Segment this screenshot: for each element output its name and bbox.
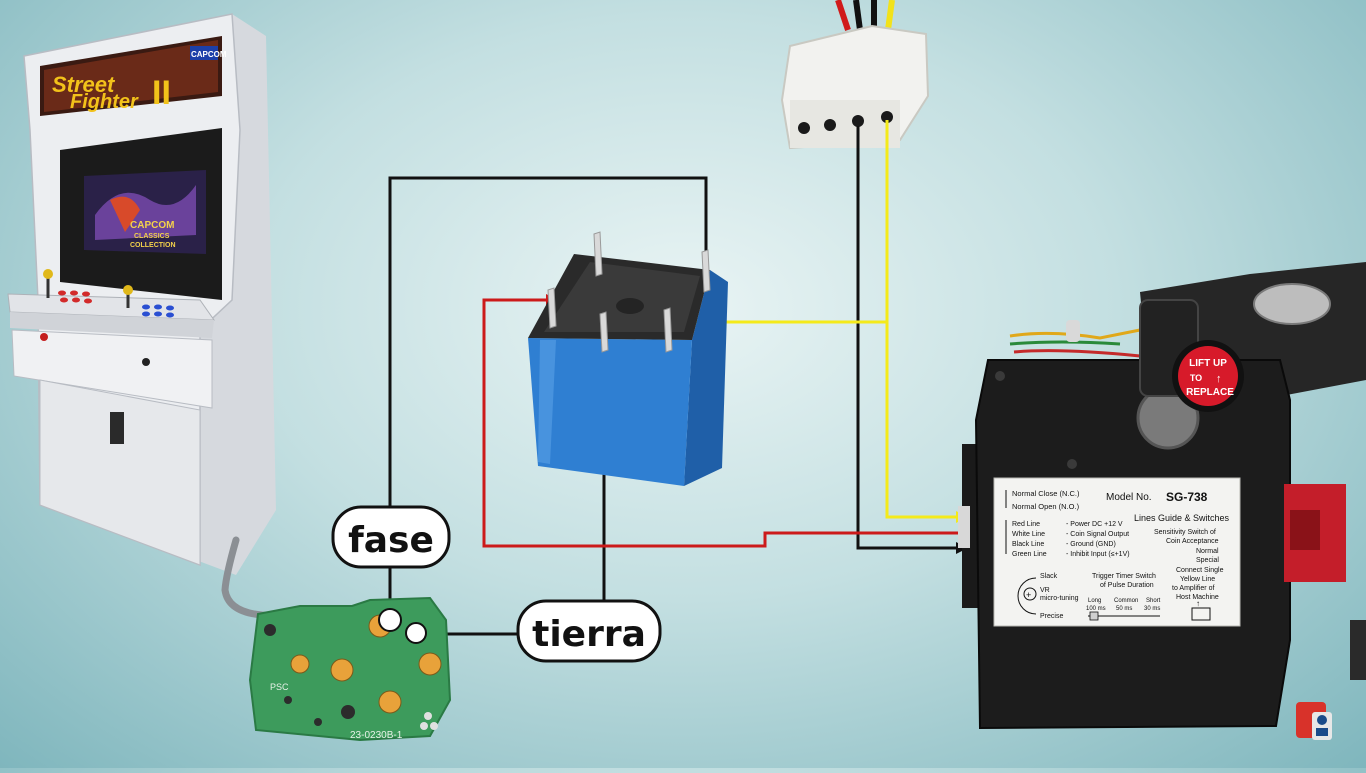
no-text: Normal Open (N.O.) bbox=[1012, 502, 1080, 511]
long-text: Long bbox=[1088, 598, 1101, 604]
short-text: Short bbox=[1146, 598, 1161, 604]
relay-pins bbox=[547, 231, 711, 353]
short-ms-text: 30 ms bbox=[1144, 606, 1160, 612]
blue-buttons bbox=[142, 304, 174, 318]
fase-text: fase bbox=[348, 520, 434, 561]
tierra-label: tierra bbox=[516, 599, 662, 663]
pcb-connector bbox=[420, 712, 438, 730]
coin-door bbox=[110, 412, 124, 444]
marquee: Street Fighter II CAPCOM bbox=[40, 36, 227, 116]
common-ms-text: 50 ms bbox=[1116, 606, 1132, 612]
model-number: SG-738 bbox=[1166, 490, 1208, 504]
line-black-desc: - Ground (GND) bbox=[1066, 541, 1116, 548]
coin-acceptor: LIFT UP TO ↑ REPLACE Normal Close (N.C.)… bbox=[958, 262, 1366, 730]
tierra-connection-point bbox=[405, 622, 427, 644]
marquee-title: Street bbox=[52, 72, 116, 97]
sensitivity-line-1: Sensitivity Switch of bbox=[1154, 529, 1216, 536]
badge-arrow-icon: ↑ bbox=[1216, 373, 1222, 385]
pcb-part-number: 23-0230B-1 bbox=[350, 730, 403, 741]
long-ms-text: 100 ms bbox=[1086, 606, 1106, 612]
red-buttons bbox=[58, 290, 92, 304]
relay bbox=[528, 231, 728, 486]
connect-line-2: Yellow Line bbox=[1180, 576, 1215, 583]
connect-line-1: Connect Single bbox=[1176, 567, 1224, 574]
model-prefix: Model No. bbox=[1106, 492, 1152, 503]
nc-text: Normal Close (N.C.) bbox=[1012, 489, 1080, 498]
molex-power-connector bbox=[780, 0, 930, 150]
special-text: Special bbox=[1196, 557, 1219, 564]
arcade-screen: CAPCOM CLASSICS COLLECTION bbox=[84, 170, 206, 254]
fase-connection-point bbox=[378, 608, 402, 632]
lines-guide-title: Lines Guide & Switches bbox=[1134, 513, 1230, 523]
line-green-desc: - Inhibit Input (≤+1V) bbox=[1066, 551, 1130, 558]
screen-brand: CAPCOM bbox=[130, 220, 174, 231]
lift-up-badge: LIFT UP TO ↑ REPLACE bbox=[1136, 299, 1244, 450]
badge-line-2: TO bbox=[1190, 373, 1202, 383]
channel-logo-icon bbox=[1296, 702, 1332, 740]
joystick-2 bbox=[123, 285, 133, 295]
fase-label: fase bbox=[331, 505, 451, 569]
badge-line-1: LIFT UP bbox=[1189, 358, 1227, 369]
screen-line-2: CLASSICS bbox=[134, 233, 170, 240]
connect-line-3: to Amplifier of bbox=[1172, 585, 1214, 592]
connect-line-4: Host Machine bbox=[1176, 594, 1219, 601]
marquee-brand: CAPCOM bbox=[191, 50, 227, 59]
vr-text: VR bbox=[1040, 587, 1050, 594]
badge-line-3: REPLACE bbox=[1186, 387, 1234, 398]
common-text: Common bbox=[1114, 598, 1138, 604]
control-panel bbox=[7, 269, 215, 338]
slack-text: Slack bbox=[1040, 573, 1058, 580]
joystick-pcb: 23-0230B-1 PSC bbox=[248, 596, 452, 742]
normal-text: Normal bbox=[1196, 548, 1219, 555]
sensitivity-line-2: Coin Acceptance bbox=[1166, 538, 1219, 545]
line-red-desc: - Power DC +12 V bbox=[1066, 521, 1123, 528]
vr-plus-icon: + bbox=[1026, 590, 1031, 600]
line-red-name: Red Line bbox=[1012, 521, 1040, 528]
pcb-holes bbox=[264, 624, 355, 726]
connect-arrow-icon: ↑ bbox=[1196, 599, 1200, 608]
trigger-line-1: Trigger Timer Switch bbox=[1092, 573, 1156, 580]
pcb-silk-label: PSC bbox=[270, 682, 289, 692]
line-white-desc: - Coin Signal Output bbox=[1066, 531, 1129, 538]
marquee-roman: II bbox=[152, 74, 171, 112]
arcade-cabinet: Street Fighter II CAPCOM CAPCOM CLASSICS… bbox=[7, 13, 294, 620]
line-black-name: Black Line bbox=[1012, 541, 1044, 548]
vr-micro-tuning-text: micro-tuning bbox=[1040, 595, 1079, 602]
wire-red-signal bbox=[482, 298, 960, 548]
line-white-name: White Line bbox=[1012, 531, 1045, 538]
trigger-line-2: of Pulse Duration bbox=[1100, 582, 1154, 589]
joystick-1 bbox=[43, 269, 53, 279]
marquee-title-2: Fighter bbox=[70, 91, 139, 113]
wire-black-fase bbox=[388, 176, 708, 608]
molex-pins bbox=[798, 111, 893, 134]
acceptor-label-sticker: Normal Close (N.C.) Normal Open (N.O.) M… bbox=[993, 477, 1241, 627]
wire-black-ground bbox=[856, 126, 960, 550]
precise-text: Precise bbox=[1040, 613, 1063, 620]
wire-yellow-acceptor bbox=[885, 322, 960, 519]
screen-line-3: COLLECTION bbox=[130, 242, 176, 249]
line-green-name: Green Line bbox=[1012, 551, 1047, 558]
tierra-text: tierra bbox=[532, 614, 646, 655]
